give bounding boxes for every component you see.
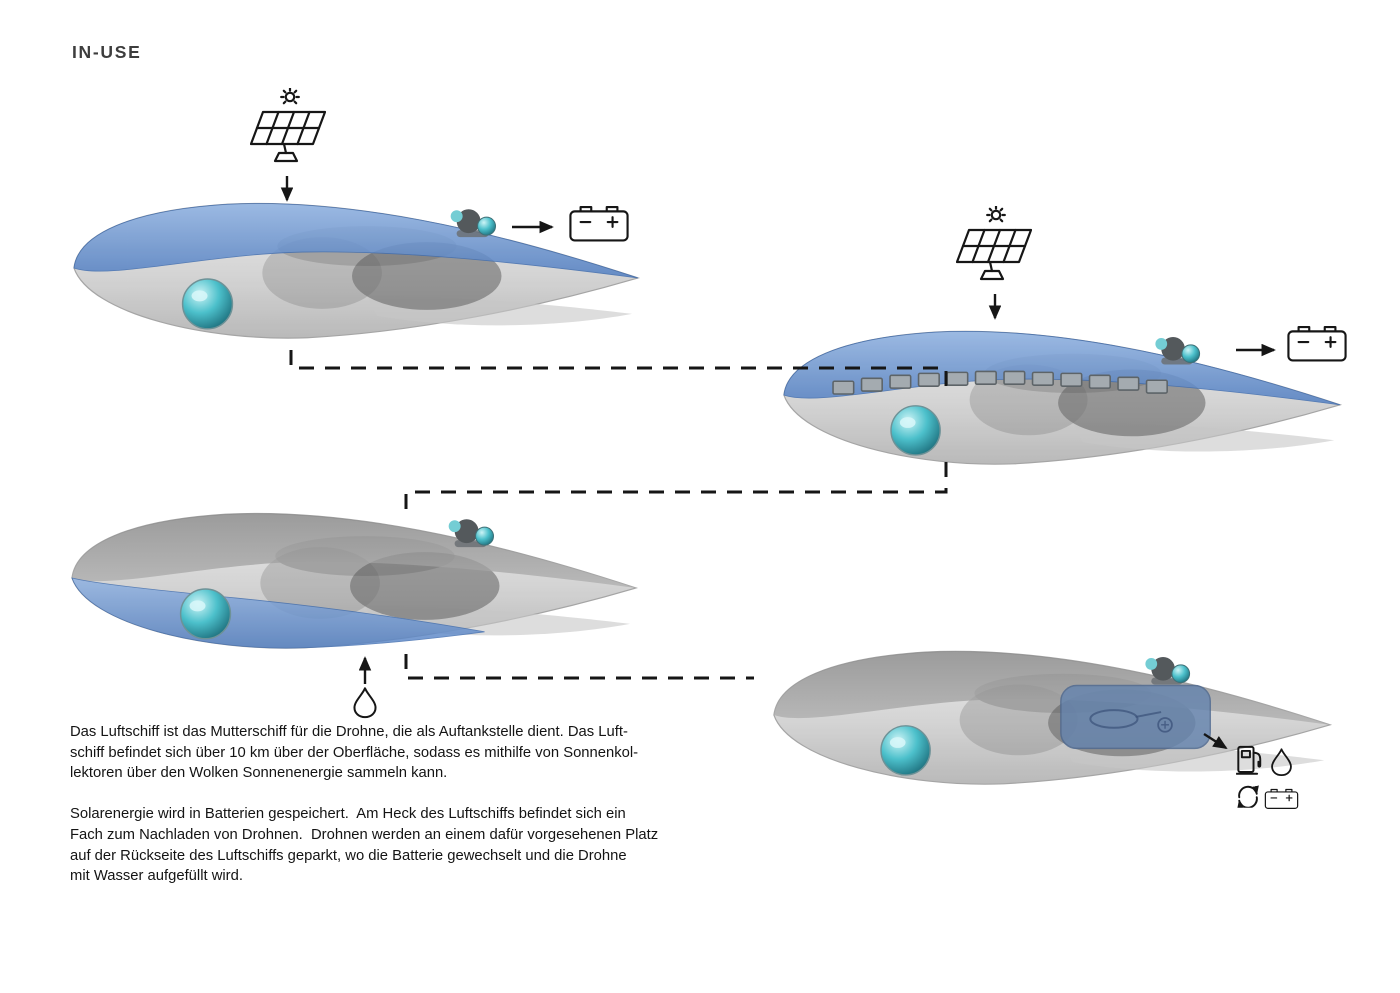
paragraph-1-line-1: Das Luftschiff ist das Mutterschiff für … — [70, 724, 628, 740]
cockpit-pod — [890, 405, 941, 456]
paragraph-1-line-3: lektoren über den Wolken Sonnenenergie s… — [70, 765, 448, 782]
cockpit-pod — [880, 725, 931, 776]
paragraph-2-line-3: auf der Rückseite des Luftschiffs gepark… — [70, 847, 627, 864]
solar-panel-icon-2 — [956, 206, 1032, 292]
battery-icon-small — [1264, 787, 1299, 810]
airship-render-solar-collecting — [73, 202, 639, 339]
drone-dock-bay — [1059, 684, 1212, 750]
paragraph-2-line-4: mit Wasser aufgefüllt wird. — [70, 868, 243, 885]
paragraph-1: Das Luftschiff ist das Mutterschiff für … — [70, 722, 658, 784]
docked-drone-pod — [1144, 656, 1191, 686]
docked-drone-pod — [450, 208, 497, 238]
battery-icon-2 — [1286, 322, 1348, 364]
water-drop-icon-1 — [352, 686, 378, 719]
recycle-icon — [1234, 783, 1262, 808]
page-title: IN-USE — [72, 42, 142, 62]
cockpit-pod — [181, 278, 234, 330]
description-text: Das Luftschiff ist das Mutterschiff für … — [70, 722, 658, 907]
fuel-pump-icon — [1236, 742, 1263, 776]
airship-render-water-intake — [71, 512, 637, 649]
solar-panel-icon-1 — [250, 88, 326, 174]
cockpit-pod — [179, 588, 232, 640]
water-drop-icon-2 — [1270, 747, 1293, 777]
docked-drone-pod — [1154, 336, 1201, 366]
airship-render-battery-storage — [783, 330, 1341, 465]
paragraph-2: Solarenergie wird in Batterien gespeiche… — [70, 804, 658, 887]
paragraph-2-line-1: Solarenergie wird in Batterien gespeiche… — [70, 806, 626, 823]
docked-drone-pod — [448, 518, 495, 548]
paragraph-1-line-2: schiff befindet sich über 10 km über der… — [70, 744, 639, 761]
battery-icon-1 — [568, 202, 630, 244]
paragraph-2-line-2: Fach zum Nachladen von Drohnen. Drohnen … — [70, 826, 659, 843]
